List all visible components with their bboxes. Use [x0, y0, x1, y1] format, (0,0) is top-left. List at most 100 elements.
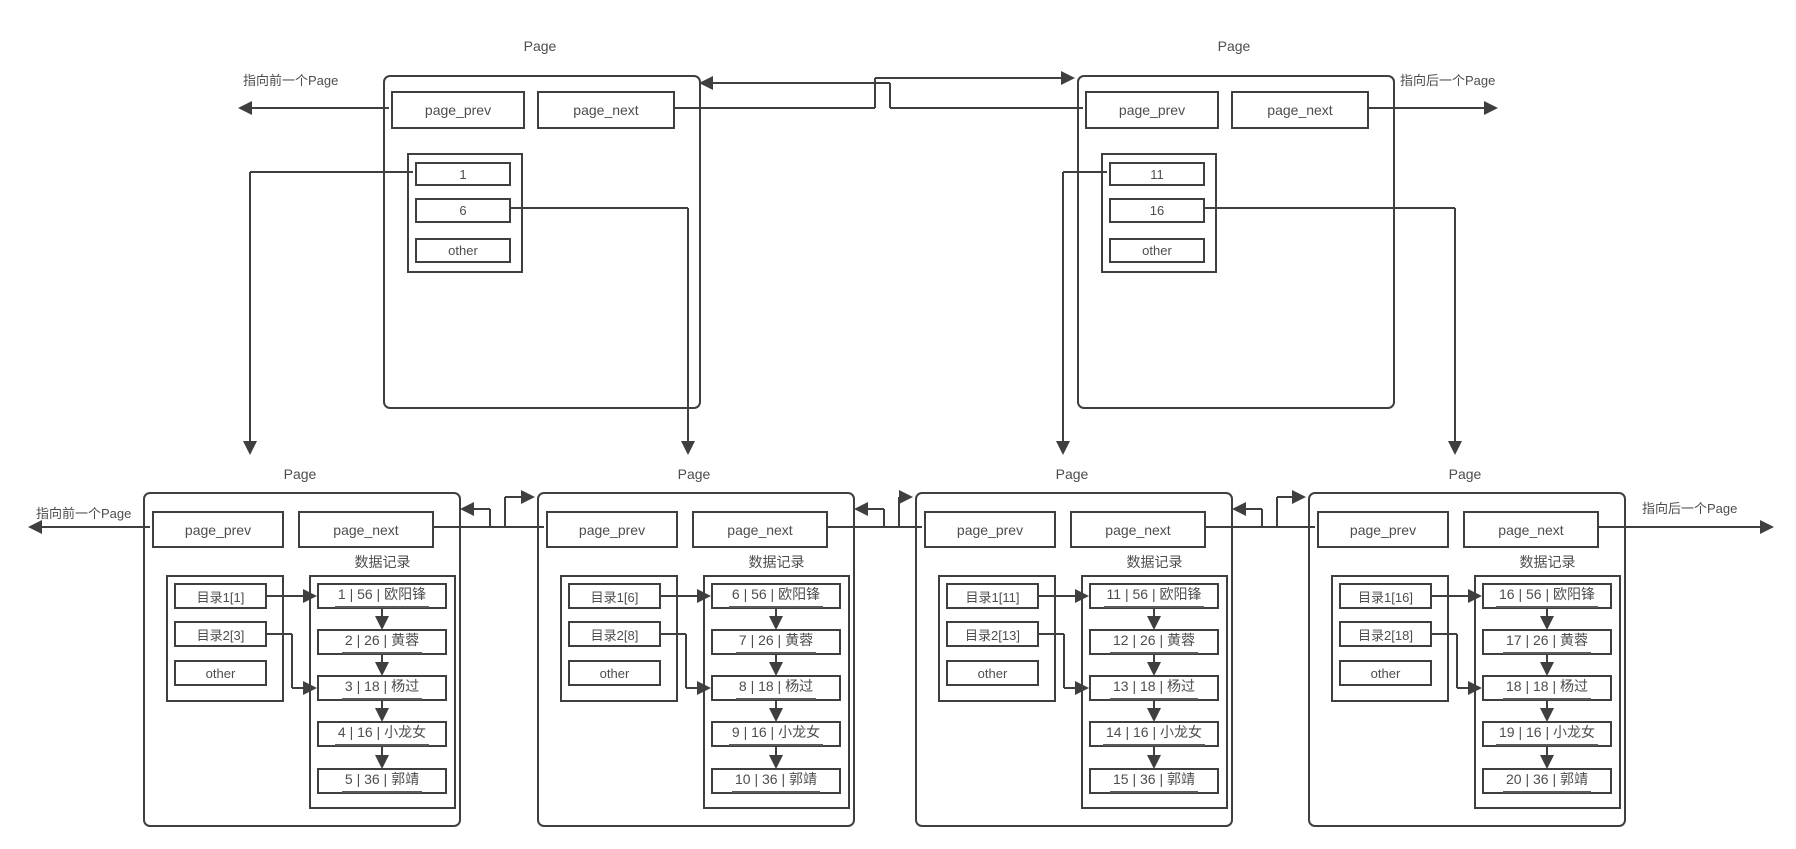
arrowhead-right-icon [1760, 520, 1774, 534]
arrowhead-right-icon [1484, 101, 1498, 115]
child-pointer-line [249, 172, 251, 443]
record-text: 4 | 16 | 小龙女 [334, 722, 430, 746]
prev-page-line [252, 107, 389, 109]
arrowhead-down-icon [375, 616, 389, 630]
record-text: 1 | 56 | 欧阳锋 [334, 584, 430, 608]
directory-entry-3: other [174, 660, 267, 686]
record-text: 19 | 16 | 小龙女 [1496, 722, 1598, 746]
directory-pointer-line [661, 633, 686, 635]
arrowhead-right-icon [1468, 589, 1482, 603]
record-text: 17 | 26 | 黄蓉 [1503, 630, 1591, 654]
record-row-5: 10 | 36 | 郭靖 [711, 768, 841, 794]
prev-link-line [713, 82, 890, 84]
arrowhead-right-icon [697, 589, 711, 603]
record-link-line [775, 655, 777, 662]
record-row-2: 2 | 26 | 黄蓉 [317, 629, 447, 655]
page-prev-box: page_prev [1317, 511, 1449, 548]
next-link-line [826, 526, 899, 528]
record-text: 3 | 18 | 杨过 [341, 676, 423, 700]
record-link-line [381, 701, 383, 708]
record-row-2: 17 | 26 | 黄蓉 [1482, 629, 1612, 655]
next-page-label: 指向后一个Page [1642, 501, 1738, 516]
record-text: 2 | 26 | 黄蓉 [341, 630, 423, 654]
record-text: 8 | 18 | 杨过 [735, 676, 817, 700]
page-next-box: page_next [537, 91, 675, 129]
arrowhead-left-icon [699, 76, 713, 90]
prev-link-line [884, 526, 922, 528]
record-text: 14 | 16 | 小龙女 [1103, 722, 1205, 746]
page-title: Page [1055, 466, 1089, 482]
record-row-3: 18 | 18 | 杨过 [1482, 675, 1612, 701]
directory-entry-3: other [946, 660, 1039, 686]
prev-page-label: 指向前一个Page [243, 73, 339, 88]
record-link-line [1546, 655, 1548, 662]
record-link-line [1546, 609, 1548, 616]
directory-pointer-line [267, 595, 305, 597]
child-pointer-line [687, 208, 689, 443]
page-prev-box: page_prev [546, 511, 678, 548]
next-link-line [1277, 496, 1292, 498]
record-row-5: 5 | 36 | 郭靖 [317, 768, 447, 794]
directory-entry-1: 目录1[16] [1339, 583, 1432, 609]
record-link-line [1153, 747, 1155, 755]
record-row-4: 9 | 16 | 小龙女 [711, 721, 841, 747]
child-pointer-line [509, 207, 688, 209]
arrowhead-left-icon [1232, 502, 1246, 516]
arrowhead-down-icon [769, 662, 783, 676]
prev-link-line [1261, 509, 1263, 527]
record-text: 16 | 56 | 欧阳锋 [1496, 584, 1598, 608]
record-row-3: 8 | 18 | 杨过 [711, 675, 841, 701]
prev-page-line [42, 526, 150, 528]
arrowhead-down-icon [769, 755, 783, 769]
prev-page-label: 指向前一个Page [36, 506, 132, 521]
arrowhead-right-icon [303, 589, 317, 603]
arrowhead-right-icon [1075, 681, 1089, 695]
page-prev-box: page_prev [152, 511, 284, 548]
record-text: 13 | 18 | 杨过 [1110, 676, 1198, 700]
record-text: 18 | 18 | 杨过 [1503, 676, 1591, 700]
record-row-4: 4 | 16 | 小龙女 [317, 721, 447, 747]
record-row-1: 16 | 56 | 欧阳锋 [1482, 583, 1612, 609]
records-title: 数据记录 [1126, 554, 1183, 570]
directory-pointer-line [291, 634, 293, 688]
directory-pointer-line [1432, 633, 1457, 635]
record-text: 10 | 36 | 郭靖 [732, 769, 820, 793]
directory-pointer-line [1039, 633, 1064, 635]
directory-entry-2: 目录2[8] [568, 621, 661, 647]
arrowhead-down-icon [681, 441, 695, 455]
child-pointer-line [1203, 207, 1455, 209]
record-text: 15 | 36 | 郭靖 [1110, 769, 1198, 793]
record-row-2: 7 | 26 | 黄蓉 [711, 629, 841, 655]
arrowhead-down-icon [1540, 708, 1554, 722]
record-link-line [775, 609, 777, 616]
key-cell-3: other [1109, 238, 1205, 263]
record-text: 11 | 56 | 欧阳锋 [1103, 584, 1205, 608]
directory-entry-1: 目录1[1] [174, 583, 267, 609]
directory-pointer-line [685, 634, 687, 688]
record-text: 6 | 56 | 欧阳锋 [728, 584, 824, 608]
directory-entry-3: other [1339, 660, 1432, 686]
child-pointer-line [250, 171, 413, 173]
record-text: 5 | 36 | 郭靖 [341, 769, 423, 793]
record-row-1: 11 | 56 | 欧阳锋 [1089, 583, 1219, 609]
arrowhead-down-icon [1540, 616, 1554, 630]
directory-pointer-line [1456, 634, 1458, 688]
next-link-line [504, 497, 506, 527]
next-link-line [898, 497, 900, 527]
record-link-line [381, 655, 383, 662]
arrowhead-down-icon [769, 708, 783, 722]
arrowhead-down-icon [1147, 662, 1161, 676]
arrowhead-left-icon [28, 520, 42, 534]
arrowhead-down-icon [1147, 708, 1161, 722]
directory-entry-1: 目录1[11] [946, 583, 1039, 609]
next-link-line [505, 496, 521, 498]
directory-pointer-line [1432, 595, 1470, 597]
arrowhead-down-icon [375, 708, 389, 722]
directory-pointer-line [686, 687, 699, 689]
arrowhead-right-icon [899, 490, 913, 504]
next-link-line [1204, 526, 1277, 528]
page-title: Page [283, 466, 317, 482]
next-link-line [875, 77, 1061, 79]
